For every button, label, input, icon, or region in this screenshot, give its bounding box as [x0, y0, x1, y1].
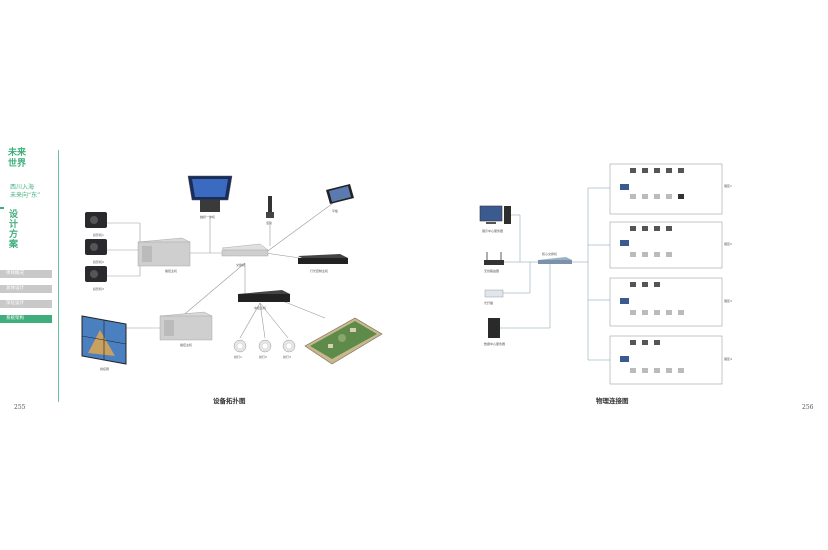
core-switch-label: 核心交换机 [542, 251, 557, 256]
zone-panel-2: 展区2 [609, 221, 732, 269]
slogan-line-1: 西川入海 [10, 184, 35, 191]
switch-label: 交换机 [236, 262, 245, 267]
core-switch: 核心交换机 [538, 251, 572, 264]
sand-table-model [304, 317, 383, 365]
nav-item-system-architecture[interactable]: 系统架构 [0, 315, 52, 323]
logo-line-1: 未来 [8, 148, 27, 158]
zone-1-label: 展区1 [724, 183, 732, 188]
sidebar-divider [58, 150, 59, 402]
playback-server-1: 播控主机 [137, 237, 191, 273]
router-label: 无线路由器 [484, 268, 499, 273]
zone-2-label: 展区2 [724, 241, 732, 246]
logo-line-2: 世界 [8, 159, 27, 169]
wireless-router: 无线路由器 [484, 252, 504, 273]
microphone-label: 话筒 [266, 220, 272, 225]
touch-kiosk: 触摸一体机 [187, 175, 233, 219]
server-2-label: 播控主机 [180, 342, 192, 347]
video-wall-label: 拼接屏 [100, 366, 109, 371]
tablet: 平板 [326, 184, 354, 213]
section-title-char-2: 计 [9, 220, 19, 230]
nav-item-overview[interactable]: 项目概况 [0, 270, 52, 278]
touch-kiosk-label: 触摸一体机 [200, 214, 215, 219]
brand-logo: 未来 世界 [8, 148, 56, 170]
section-title-char-4: 案 [9, 240, 19, 250]
projector-1-label: 投影机1 [93, 232, 104, 237]
lighting-label: 灯光控制主机 [310, 268, 328, 273]
left-page-number: 255 [14, 404, 26, 411]
projector-2-label: 投影机2 [93, 259, 104, 264]
network-connections [500, 187, 610, 361]
server-pc: 展示中心服务器 [479, 205, 511, 233]
tower-server: 数据中心服务器 [484, 318, 505, 346]
zone-panel-3: 展区3 [609, 277, 732, 327]
left-diagram-caption: 设备拓扑图 [213, 397, 246, 405]
section-title-char-3: 方 [9, 230, 19, 240]
modem-label: 光纤猫 [484, 300, 493, 305]
network-switch: 交换机 [221, 243, 269, 267]
right-diagram-caption: 物理连接图 [596, 397, 629, 405]
zone-panel-4: 展区4 [609, 335, 732, 385]
nav-item-general-design[interactable]: 总体设计 [0, 285, 52, 293]
projector-3-label: 投影机3 [93, 286, 104, 291]
slogan-line-2: 未来向“东” [10, 192, 41, 199]
physical-connection-diagram: 展示中心服务器 无线路由器 光纤猫 数据中心服务器 核心交换机 [479, 163, 732, 385]
playback-server-2: 播控主机 [159, 311, 213, 347]
topology-connections [105, 197, 341, 339]
spotlight-2: 射灯2 [258, 339, 272, 359]
spotlight-3-label: 射灯3 [283, 354, 291, 359]
nav-item-detailed-design[interactable]: 深化设计 [0, 300, 52, 308]
projector-3: 投影机3 [85, 266, 107, 291]
tower-label: 数据中心服务器 [484, 341, 505, 346]
video-wall: 拼接屏 [81, 315, 127, 371]
section-marker [0, 207, 4, 209]
optical-modem: 光纤猫 [484, 289, 504, 305]
microphone: 话筒 [266, 196, 274, 225]
server-1-label: 播控主机 [165, 268, 177, 273]
slogan: 西川入海 未来向“东” [10, 184, 40, 200]
device-topology-diagram: 投影机1 投影机2 投影机3 播控主机 触摸一体机 话筒 平板 [81, 175, 383, 371]
spotlight-3: 射灯3 [282, 339, 296, 359]
section-title-char-1: 设 [9, 210, 19, 220]
tablet-label: 平板 [332, 208, 338, 213]
pc-label: 展示中心服务器 [482, 228, 503, 233]
spotlight-1-label: 射灯1 [234, 354, 242, 359]
spotlight-1: 射灯1 [233, 339, 247, 359]
zone-3-label: 展区3 [724, 298, 732, 303]
central-control-label: 中控主机 [254, 305, 266, 310]
zone-panel-1: 展区1 [609, 163, 732, 215]
zone-4-label: 展区4 [724, 356, 732, 361]
lighting-controller: 灯光控制主机 [298, 254, 348, 273]
projector-1: 投影机1 [85, 212, 107, 237]
projector-2: 投影机2 [85, 239, 107, 264]
central-control-host: 中控主机 [238, 290, 290, 310]
right-page-number: 256 [802, 404, 814, 411]
section-title: 设 计 方 案 [9, 210, 18, 250]
spotlight-2-label: 射灯2 [259, 354, 267, 359]
